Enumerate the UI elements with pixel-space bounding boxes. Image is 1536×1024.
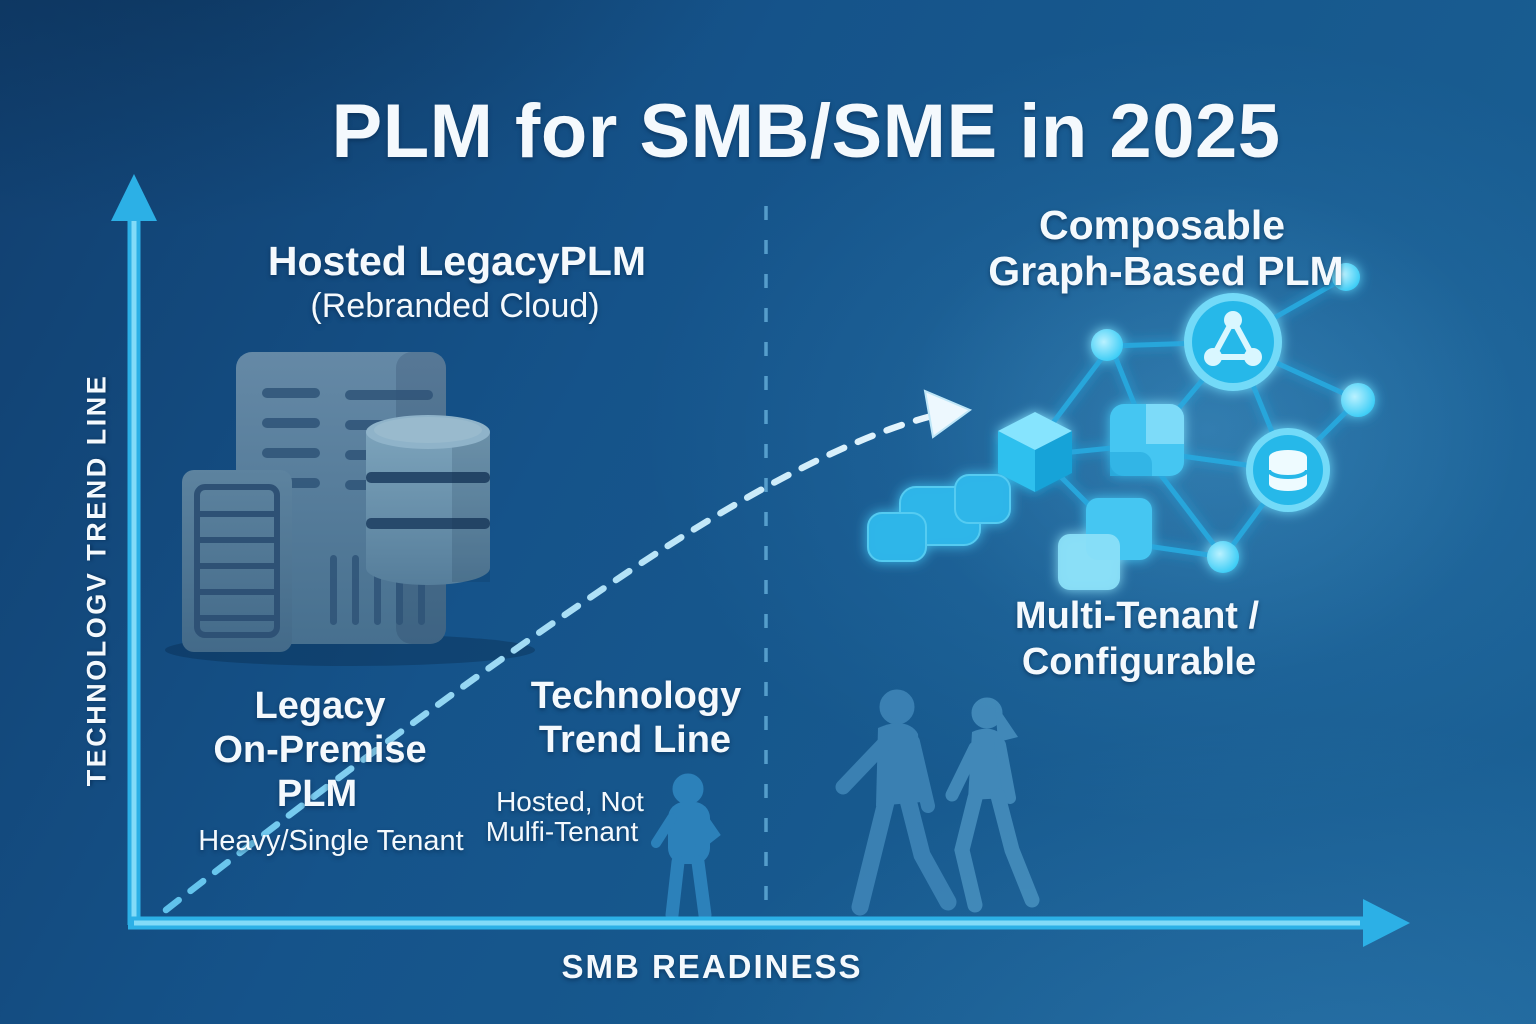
right-arrow-icon [128,899,1410,947]
trend-sublabel-line1: Hosted, Not [496,786,644,817]
multitenant-line2: Configurable [1021,641,1257,683]
legacy-onprem-subtitle: Heavy/Single Tenant [198,825,464,857]
composable-title-line1: Composable [1038,202,1286,248]
y-axis-label: TECHNOLOGV TREND LINE [81,373,112,787]
graph-node [1332,263,1360,291]
database-node-icon [1246,428,1330,512]
puzzle-piece-icon [867,474,1011,562]
hosted-legacy-subtitle: (Rebranded Cloud) [310,287,600,325]
multitenant-line1: Multi-Tenant / [1014,595,1260,637]
up-arrow-icon [111,174,157,925]
server-towers-icon [165,352,535,666]
legacy-onprem-line2: On-Premise [213,729,427,771]
stacked-modules-icon [1058,498,1152,590]
trend-label-line2: Trend Line [538,719,732,761]
graph-node [1207,541,1239,573]
graph-network-icon [867,263,1375,590]
legacy-onprem-line1: Legacy [254,685,386,727]
page-title: PLM for SMB/SME in 2025 [331,89,1281,174]
composable-title-line2: Graph-Based PLM [988,248,1344,294]
module-square-icon [1110,404,1184,476]
cluster-glow [900,180,1520,680]
graph-node [1091,329,1123,361]
standing-person-silhouette [651,773,721,922]
x-axis-label: SMB READINESS [561,948,863,985]
share-nodes-icon [1184,293,1282,391]
trend-label-line1: Technology [530,675,742,717]
graph-node [1341,383,1375,417]
walking-people-silhouette [835,689,1040,916]
trend-sublabel-line2: Mulfi-Tenant [485,816,639,847]
database-cylinder-icon [366,415,490,585]
cube-icon [998,412,1072,492]
trend-dashed-arrow-icon [162,389,973,914]
hosted-legacy-title: Hosted LegacyPLM [267,238,647,284]
legacy-onprem-line3: PLM [276,773,358,815]
